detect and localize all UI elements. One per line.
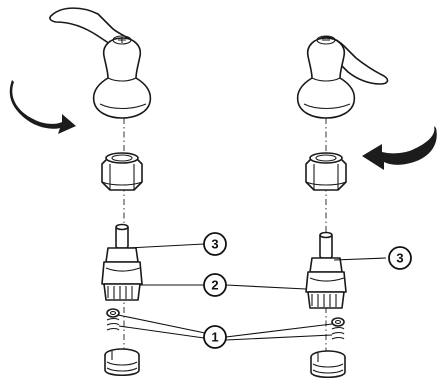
left-cartridge <box>101 223 143 301</box>
right-index-cap <box>316 35 336 45</box>
right-hex-nut <box>305 152 347 191</box>
left-assembly <box>9 7 152 377</box>
left-index-cap <box>112 35 132 45</box>
callout-2: 2 <box>140 273 307 297</box>
left-seat-spring <box>106 308 120 331</box>
right-handle <box>296 35 389 119</box>
clockwise-arrow-icon <box>362 126 437 170</box>
counterclockwise-arrow-icon <box>9 80 76 134</box>
callout-2-label: 2 <box>211 278 218 293</box>
right-assembly <box>296 35 437 379</box>
callout-1: 1 <box>117 314 333 349</box>
left-hex-nut <box>101 152 143 191</box>
callout-3-label: 3 <box>211 237 218 252</box>
right-cartridge <box>305 231 347 309</box>
left-handle <box>49 7 152 119</box>
callout-3: 3 3 <box>127 232 412 270</box>
right-seat-spring <box>331 317 345 340</box>
callout-3-label-right: 3 <box>396 251 403 266</box>
right-retaining-ring <box>310 350 346 379</box>
left-retaining-ring <box>104 348 140 377</box>
callout-1-label: 1 <box>211 330 218 345</box>
